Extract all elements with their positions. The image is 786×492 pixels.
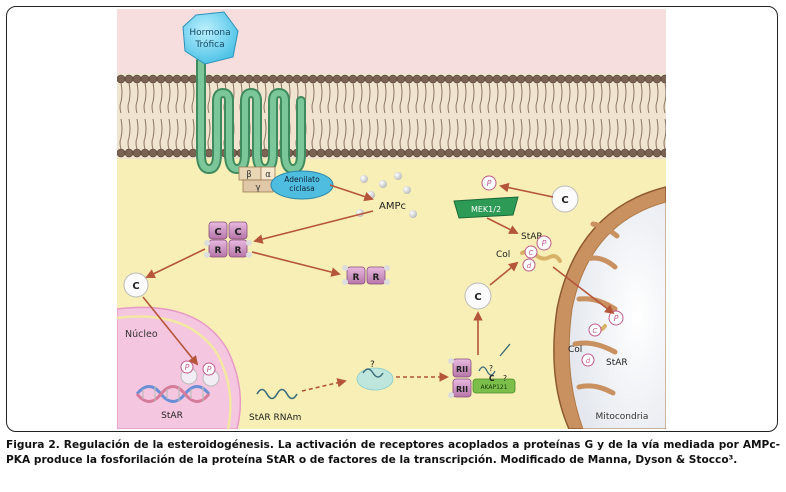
star-protein-1: P C d (520, 235, 562, 272)
nucleus (117, 306, 242, 429)
mrna-strand (256, 388, 298, 400)
mito-label: Mitocondria (596, 412, 649, 422)
figure-caption: Figura 2. Regulación de la esteroidogéne… (6, 439, 780, 466)
akap-label: AKAP121 (480, 384, 507, 391)
mek: MEK1/2 (453, 196, 519, 219)
receptor (196, 56, 306, 175)
g-protein: β α γ (238, 166, 276, 193)
hormone: Hormona Trófica (182, 11, 239, 65)
rii-label-2: RII (456, 385, 468, 394)
p-label-tf1: P (185, 363, 190, 372)
col-dot-label-2: C (593, 327, 598, 335)
hormone-label-1: Hormona (189, 28, 230, 38)
c-label-left: C (132, 281, 139, 292)
steroidogenesis-diagram: Hormona Trófica β α γ Adenilato ciclasa … (117, 9, 666, 429)
catalytic-subunit-top: C (551, 185, 579, 213)
adenylate-label-2: ciclasa (289, 184, 315, 193)
pka-c-label-1: C (214, 227, 221, 238)
p-label-mek: P (487, 179, 492, 188)
c-label-top: C (561, 195, 568, 206)
star-label-2: StAR (606, 358, 628, 368)
pathway-arrows (142, 182, 615, 392)
rii-label-1: RII (456, 365, 468, 374)
col-dot-label: C (529, 249, 534, 257)
regulatory-subunits: R R (342, 265, 390, 285)
c-label-mid: C (474, 292, 481, 303)
hormone-label-2: Trófica (194, 39, 224, 50)
pka-holoenzyme: C C R R (204, 221, 252, 258)
mek-label: MEK1/2 (471, 205, 501, 214)
nucleus-label: Núcleo (125, 329, 158, 340)
dna (135, 385, 211, 403)
ampc-label: AMPc (379, 201, 406, 212)
d-label-2: d (586, 357, 591, 365)
col-label-1: Col (496, 250, 510, 260)
p-mek: P (481, 175, 497, 191)
q-label-akap-2: ? (503, 374, 507, 383)
adenylate-cyclase: Adenilato ciclasa (270, 170, 334, 200)
q-label-akap-1: ? (489, 364, 493, 373)
star-protein-2: P C d (581, 310, 624, 367)
d-label-1: d (527, 262, 532, 270)
pka-akap-complex: RII RII AKAP121 ? ? C (448, 343, 516, 398)
p-label-tf2: P (207, 365, 212, 374)
catalytic-subunit-left: C (123, 272, 149, 298)
col-label-2: Col (568, 345, 582, 355)
pka-r-label-1: R (215, 246, 222, 256)
star-gene-label: StAR (161, 411, 183, 421)
alpha-label: α (265, 170, 271, 180)
diagram-scene: Hormona Trófica β α γ Adenilato ciclasa … (117, 9, 666, 429)
gamma-label: γ (255, 183, 260, 193)
pka-r-label-2: R (235, 246, 242, 256)
c-label-akap: C (489, 374, 495, 383)
ribosome: ? (356, 360, 394, 391)
pka-c-label-2: C (234, 227, 241, 238)
transcription-factors: P P (180, 360, 220, 387)
q-label-ribosome: ? (370, 360, 375, 370)
star-rna-label: StAR RNAm (249, 413, 301, 423)
star-label-1: StAR (521, 232, 543, 242)
p-label-star1: P (542, 239, 547, 248)
r-label-2: R (373, 273, 380, 283)
beta-label: β (246, 170, 251, 180)
r-label-1: R (353, 273, 360, 283)
p-label-star2: P (614, 314, 619, 323)
catalytic-subunit-mid: C (464, 282, 492, 310)
adenylate-label-1: Adenilato (284, 175, 320, 184)
